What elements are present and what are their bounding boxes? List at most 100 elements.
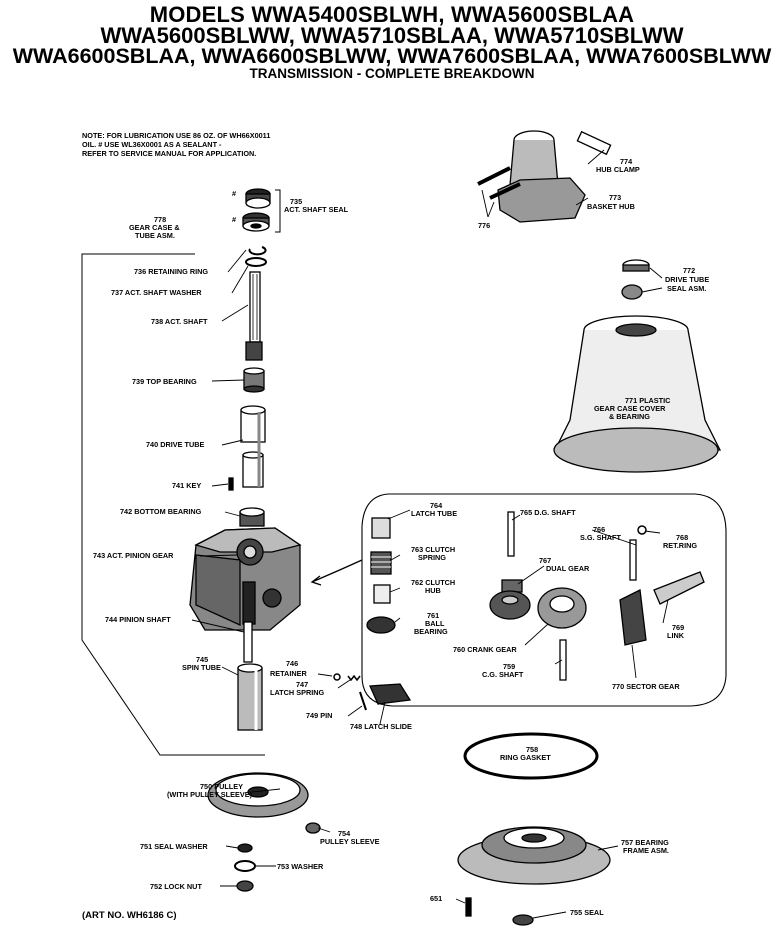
- label-763: 763 CLUTCH: [411, 545, 455, 554]
- label-746: 746: [286, 659, 298, 668]
- clutch-hub-part: [373, 584, 391, 604]
- label-763-name: SPRING: [418, 553, 446, 562]
- label-772-name-1: DRIVE TUBE: [665, 275, 709, 284]
- bolt-part: [465, 897, 472, 917]
- label-762: 762 CLUTCH: [411, 578, 455, 587]
- label-764-name: LATCH TUBE: [411, 509, 457, 518]
- label-768-name: RET.RING: [663, 541, 697, 550]
- label-773-name: BASKET HUB: [587, 202, 635, 211]
- label-768: 768: [676, 533, 688, 542]
- label-770: 770 SECTOR GEAR: [612, 682, 680, 691]
- label-771: 771 PLASTIC: [625, 396, 671, 405]
- label-778: 778: [154, 215, 166, 224]
- bottom-bearing-part: [239, 507, 265, 527]
- label-752: 752 LOCK NUT: [150, 882, 202, 891]
- key-part: [228, 477, 234, 491]
- clutch-spring-part: [370, 551, 392, 575]
- label-759: 759: [503, 662, 515, 671]
- act-shaft-seal-part: [242, 188, 281, 233]
- label-748: 748 LATCH SLIDE: [350, 722, 412, 731]
- label-776: 776: [478, 221, 490, 230]
- label-769: 769: [672, 623, 684, 632]
- label-747: 747: [296, 680, 308, 689]
- label-742: 742 BOTTOM BEARING: [120, 507, 202, 516]
- label-773: 773: [609, 193, 621, 202]
- label-762-name: HUB: [425, 586, 441, 595]
- label-750: 750 PULLEY: [200, 782, 243, 791]
- label-774: 774: [620, 157, 633, 166]
- label-764: 764: [430, 501, 443, 510]
- ret-ring-part: [637, 525, 647, 535]
- spin-tube-part: [237, 663, 263, 731]
- basket-hub-part: [477, 130, 612, 223]
- label-745-name: SPIN TUBE: [182, 663, 221, 672]
- label-766-name: S.G. SHAFT: [580, 533, 621, 542]
- label-735-name: ACT. SHAFT SEAL: [284, 205, 349, 214]
- label-769-name: LINK: [667, 631, 685, 640]
- seal-washer-part: [237, 843, 253, 853]
- label-761-name-1: BALL: [425, 619, 445, 628]
- gear-case-body-part: [189, 527, 302, 631]
- diagram-subtitle: TRANSMISSION - COMPLETE BREAKDOWN: [249, 66, 535, 81]
- label-767-name: DUAL GEAR: [546, 564, 590, 573]
- pin-part: [359, 691, 367, 711]
- label-771-name-1: GEAR CASE COVER: [594, 404, 666, 413]
- sector-gear-part: [619, 589, 647, 646]
- gear-inset-outline: [361, 493, 727, 707]
- lubrication-note: NOTE: FOR LUBRICATION USE 86 OZ. OF WH66…: [82, 131, 271, 158]
- label-740: 740 DRIVE TUBE: [146, 440, 205, 449]
- sg-shaft-part: [629, 539, 637, 581]
- label-761: 761: [427, 611, 439, 620]
- crank-gear-part: [537, 587, 587, 629]
- label-747-name: LATCH SPRING: [270, 688, 325, 697]
- label-759-name: C.G. SHAFT: [482, 670, 524, 679]
- label-743: 743 ACT. PINION GEAR: [93, 551, 174, 560]
- label-749: 749 PIN: [306, 711, 332, 720]
- label-765: 765 D.G. SHAFT: [520, 508, 576, 517]
- label-758-name: RING GASKET: [500, 753, 551, 762]
- inset-pointer-arrow: [310, 559, 363, 586]
- leader-lines: [191, 149, 669, 919]
- models-title-line-2: WWA5600SBLWW, WWA5710SBLAA, WWA5710SBLWW: [100, 23, 684, 48]
- label-760: 760 CRANK GEAR: [453, 645, 517, 654]
- act-shaft-washer-part: [245, 257, 267, 267]
- label-761-name-2: BEARING: [414, 627, 448, 636]
- pulley-part: [207, 772, 309, 818]
- gear-case-cover-part: [553, 315, 722, 473]
- part-labels: # # 735 ACT. SHAFT SEAL 778 GEAR CASE & …: [93, 157, 709, 917]
- label-750-name: (WITH PULLEY SLEEVE): [167, 790, 253, 799]
- models-title-line-1: MODELS WWA5400SBLWH, WWA5600SBLAA: [149, 2, 635, 27]
- top-bearing-part: [243, 367, 265, 393]
- drive-tube-part: [240, 405, 266, 488]
- label-736: 736 RETAINING RING: [134, 267, 208, 276]
- label-757-name: FRAME ASM.: [623, 846, 669, 855]
- label-651: 651: [430, 894, 442, 903]
- label-741: 741 KEY: [172, 481, 201, 490]
- retaining-ring-part: [248, 246, 267, 256]
- label-746-name: RETAINER: [270, 669, 307, 678]
- link-part: [653, 571, 705, 605]
- label-754: 754: [338, 829, 351, 838]
- drive-tube-seal-part: [621, 259, 650, 300]
- hash-marker-1: #: [232, 189, 236, 198]
- label-737: 737 ACT. SHAFT WASHER: [111, 288, 202, 297]
- label-772: 772: [683, 266, 695, 275]
- label-771-name-2: & BEARING: [609, 412, 650, 421]
- label-755: 755 SEAL: [570, 908, 604, 917]
- label-767: 767: [539, 556, 551, 565]
- label-738: 738 ACT. SHAFT: [151, 317, 208, 326]
- pulley-sleeve-part: [305, 822, 321, 834]
- lock-nut-part: [236, 880, 254, 892]
- bearing-frame-part: [457, 826, 611, 885]
- art-number: (ART NO. WH6186 C): [82, 910, 177, 921]
- latch-tube-part: [371, 517, 391, 539]
- dual-gear-part: [489, 579, 531, 620]
- label-739: 739 TOP BEARING: [132, 377, 197, 386]
- latch-slide-part: [369, 683, 412, 705]
- label-778-name-1: GEAR CASE &: [129, 223, 180, 232]
- label-744: 744 PINION SHAFT: [105, 615, 171, 624]
- gear-case-bracket-line: [81, 253, 265, 756]
- seal-part: [512, 914, 534, 926]
- label-745: 745: [196, 655, 208, 664]
